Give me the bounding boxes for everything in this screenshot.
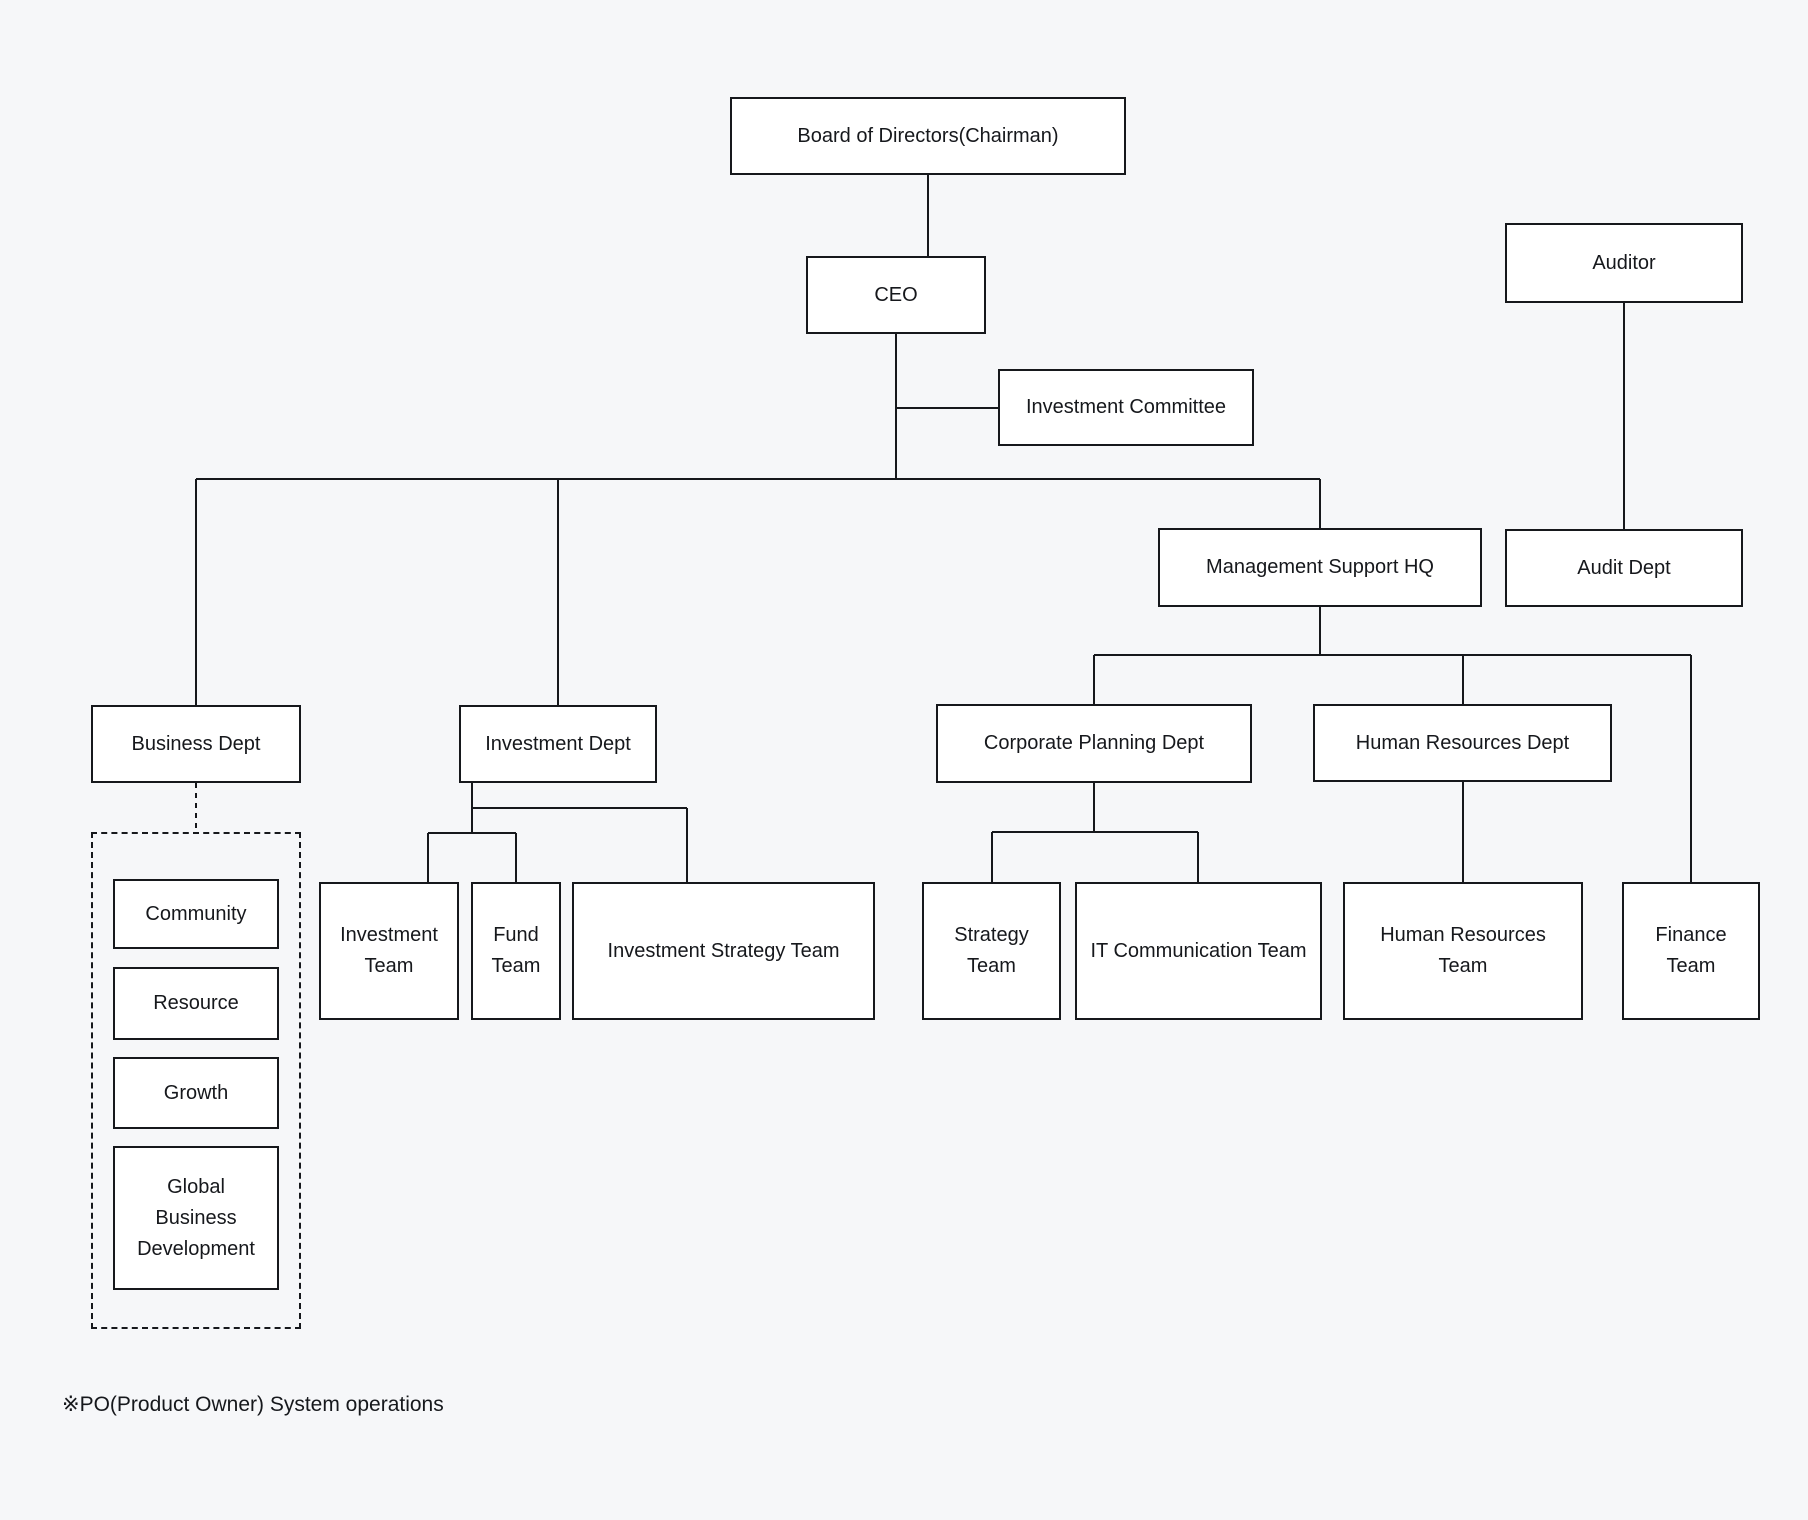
- node-finance-team: Finance Team: [1622, 882, 1760, 1020]
- node-global-business-development: Global Business Development: [113, 1146, 279, 1290]
- footnote: ※PO(Product Owner) System operations: [62, 1393, 444, 1416]
- node-investment-committee: Investment Committee: [998, 369, 1254, 446]
- node-board-of-directors: Board of Directors(Chairman): [730, 97, 1126, 175]
- node-ceo: CEO: [806, 256, 986, 334]
- node-business-dept: Business Dept: [91, 705, 301, 783]
- node-investment-strategy-team: Investment Strategy Team: [572, 882, 875, 1020]
- node-it-communication-team: IT Communication Team: [1075, 882, 1322, 1020]
- node-management-support-hq: Management Support HQ: [1158, 528, 1482, 607]
- node-strategy-team: Strategy Team: [922, 882, 1061, 1020]
- node-resource: Resource: [113, 967, 279, 1040]
- node-community: Community: [113, 879, 279, 949]
- node-growth: Growth: [113, 1057, 279, 1129]
- node-human-resources-team: Human Resources Team: [1343, 882, 1583, 1020]
- node-investment-team: Investment Team: [319, 882, 459, 1020]
- business-dept-group-outline: [91, 832, 301, 1329]
- node-corporate-planning-dept: Corporate Planning Dept: [936, 704, 1252, 783]
- node-auditor: Auditor: [1505, 223, 1743, 303]
- node-human-resources-dept: Human Resources Dept: [1313, 704, 1612, 782]
- node-fund-team: Fund Team: [471, 882, 561, 1020]
- node-audit-dept: Audit Dept: [1505, 529, 1743, 607]
- node-investment-dept: Investment Dept: [459, 705, 657, 783]
